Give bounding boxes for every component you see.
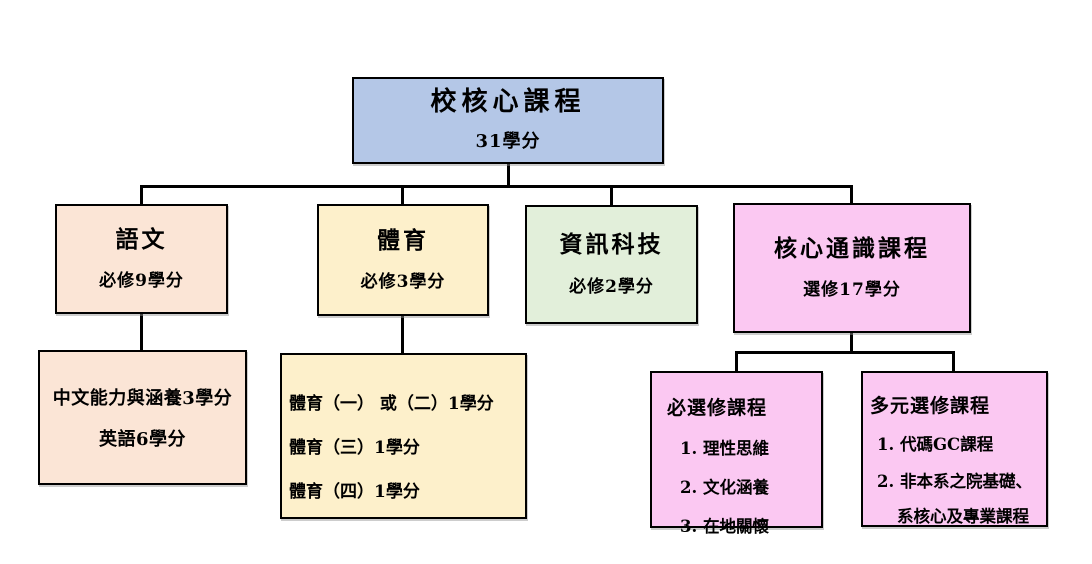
detail-line: 中文能力與涵養3學分 [52,388,233,409]
connector-line [401,185,404,205]
connector-line [735,351,738,372]
detail-item: 1. 代碼GC課程 [877,435,994,454]
node-credits: 31學分 [475,130,541,152]
connector-line [140,312,143,352]
node-title: 體育 [377,226,429,254]
detail-item-continuation: 系核心及專業課程 [897,507,1029,526]
detail-line: 體育（三）1學分 [289,438,420,458]
connector-line [850,330,853,353]
node-credits: 必修9學分 [99,271,184,292]
node-credits: 選修17學分 [803,280,901,301]
detail-line: 體育（一） 或（二）1學分 [289,394,494,414]
node-school-core: 校核心課程 31學分 [352,77,664,164]
detail-line: 體育（四）1學分 [289,482,420,502]
connector-line [140,185,143,205]
connector-line [610,185,613,206]
connector-line [507,162,510,187]
node-title: 語文 [115,225,168,253]
connector-line [140,185,853,188]
connector-line [735,351,955,354]
node-credits: 必修3學分 [360,272,446,293]
detail-item: 2. 文化涵養 [680,478,769,497]
node-title: 資訊科技 [559,231,664,259]
connector-line [850,185,853,204]
detail-item: 1. 理性思維 [680,439,769,458]
connector-line [952,351,955,372]
node-general-education: 核心通識課程 選修17學分 [733,203,971,333]
node-diverse-electives: 多元選修課程 1. 代碼GC課程 2. 非本系之院基礎、 系核心及專業課程 [861,371,1048,527]
node-title: 校核心課程 [430,87,586,118]
node-information-technology: 資訊科技 必修2學分 [525,205,698,324]
node-physical-education: 體育 必修3學分 [317,204,489,316]
node-required-electives: 必選修課程 1. 理性思維 2. 文化涵養 3. 在地關懷 [650,371,823,536]
detail-title: 多元選修課程 [870,395,991,417]
node-title: 核心通識課程 [774,234,930,262]
detail-title: 必選修課程 [667,397,768,419]
connector-line [401,314,404,355]
node-credits: 必修2學分 [569,276,654,297]
detail-item: 3. 在地關懷 [680,517,769,536]
detail-item: 2. 非本系之院基礎、 [877,472,1032,491]
detail-line: 英語6學分 [98,429,187,450]
node-pe-detail: 體育（一） 或（二）1學分 體育（三）1學分 體育（四）1學分 [280,353,527,519]
node-language-detail: 中文能力與涵養3學分 英語6學分 [38,350,247,485]
node-language: 語文 必修9學分 [55,204,228,314]
